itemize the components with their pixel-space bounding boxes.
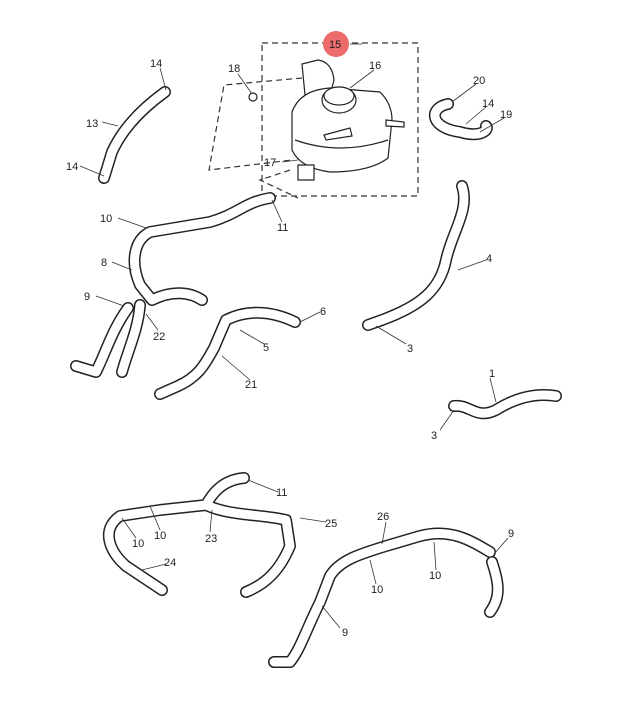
expansion-tank-assembly xyxy=(208,42,419,199)
tank-kit-boundary xyxy=(261,42,419,197)
hose-26 xyxy=(268,527,496,668)
callout-9[interactable]: 9 xyxy=(342,627,348,639)
highlight-marker[interactable] xyxy=(323,31,349,57)
leader-lines xyxy=(79,43,509,629)
hose-13-inner xyxy=(99,87,170,183)
callout-17[interactable]: 17 xyxy=(264,157,276,169)
tank-outlet-pipe xyxy=(385,119,405,128)
callout-labels: 15 16 18 14 13 14 17 20 14 19 10 11 4 8 … xyxy=(66,39,514,639)
callout-11[interactable]: 11 xyxy=(276,487,287,499)
callout-10[interactable]: 10 xyxy=(100,213,112,225)
callout-19[interactable]: 19 xyxy=(500,109,512,121)
hose-19-inner xyxy=(430,99,492,139)
bracket-leader-dashed xyxy=(208,77,303,171)
hose-26-inner xyxy=(269,528,495,667)
hose-13 xyxy=(98,86,171,184)
callout-13[interactable]: 13 xyxy=(86,118,98,130)
hose-8-lower-inner xyxy=(71,303,133,377)
callout-1[interactable]: 1 xyxy=(489,368,495,380)
callout-21[interactable]: 21 xyxy=(245,379,257,391)
callout-5[interactable]: 5 xyxy=(263,342,269,354)
callout-4[interactable]: 4 xyxy=(486,253,492,265)
hose-8-branch-inner xyxy=(117,300,145,377)
callout-3[interactable]: 3 xyxy=(431,430,437,442)
callout-10[interactable]: 10 xyxy=(154,530,166,542)
clip-18 xyxy=(248,92,258,102)
hose-1-inner xyxy=(449,390,561,418)
hose-25-inner xyxy=(201,500,295,597)
callout-15[interactable]: 15 xyxy=(329,39,341,51)
callout-25[interactable]: 25 xyxy=(325,518,337,530)
tank-seam xyxy=(294,139,389,149)
callout-16[interactable]: 16 xyxy=(369,60,381,72)
callout-3[interactable]: 3 xyxy=(407,343,413,355)
outlet-leader-dashed xyxy=(258,169,299,199)
callout-11[interactable]: 11 xyxy=(277,222,288,234)
callout-24[interactable]: 24 xyxy=(164,557,176,569)
hose-26-branch-inner xyxy=(485,557,503,617)
hose-5-inner xyxy=(155,308,300,399)
level-sensor xyxy=(323,127,353,141)
tank-lower-outlet xyxy=(297,164,315,181)
callout-18[interactable]: 18 xyxy=(228,63,240,75)
callout-23[interactable]: 23 xyxy=(205,533,217,545)
hose-4-inner xyxy=(363,181,469,330)
callout-9[interactable]: 9 xyxy=(508,528,514,540)
hose-23-inner xyxy=(104,473,249,595)
callout-10[interactable]: 10 xyxy=(429,570,441,582)
callout-9[interactable]: 9 xyxy=(84,291,90,303)
callout-10[interactable]: 10 xyxy=(132,538,144,550)
callout-14[interactable]: 14 xyxy=(66,161,78,173)
callout-22[interactable]: 22 xyxy=(153,331,165,343)
hoses xyxy=(70,86,562,668)
callout-14[interactable]: 14 xyxy=(482,98,494,110)
hose-8-inner xyxy=(130,193,275,305)
callout-20[interactable]: 20 xyxy=(473,75,485,87)
hose-8 xyxy=(128,192,276,306)
filler-cap-top xyxy=(323,86,355,106)
callout-26[interactable]: 26 xyxy=(377,511,389,523)
callout-10[interactable]: 10 xyxy=(371,584,383,596)
callout-14[interactable]: 14 xyxy=(150,58,162,70)
callout-8[interactable]: 8 xyxy=(101,257,107,269)
callout-6[interactable]: 6 xyxy=(320,306,326,318)
